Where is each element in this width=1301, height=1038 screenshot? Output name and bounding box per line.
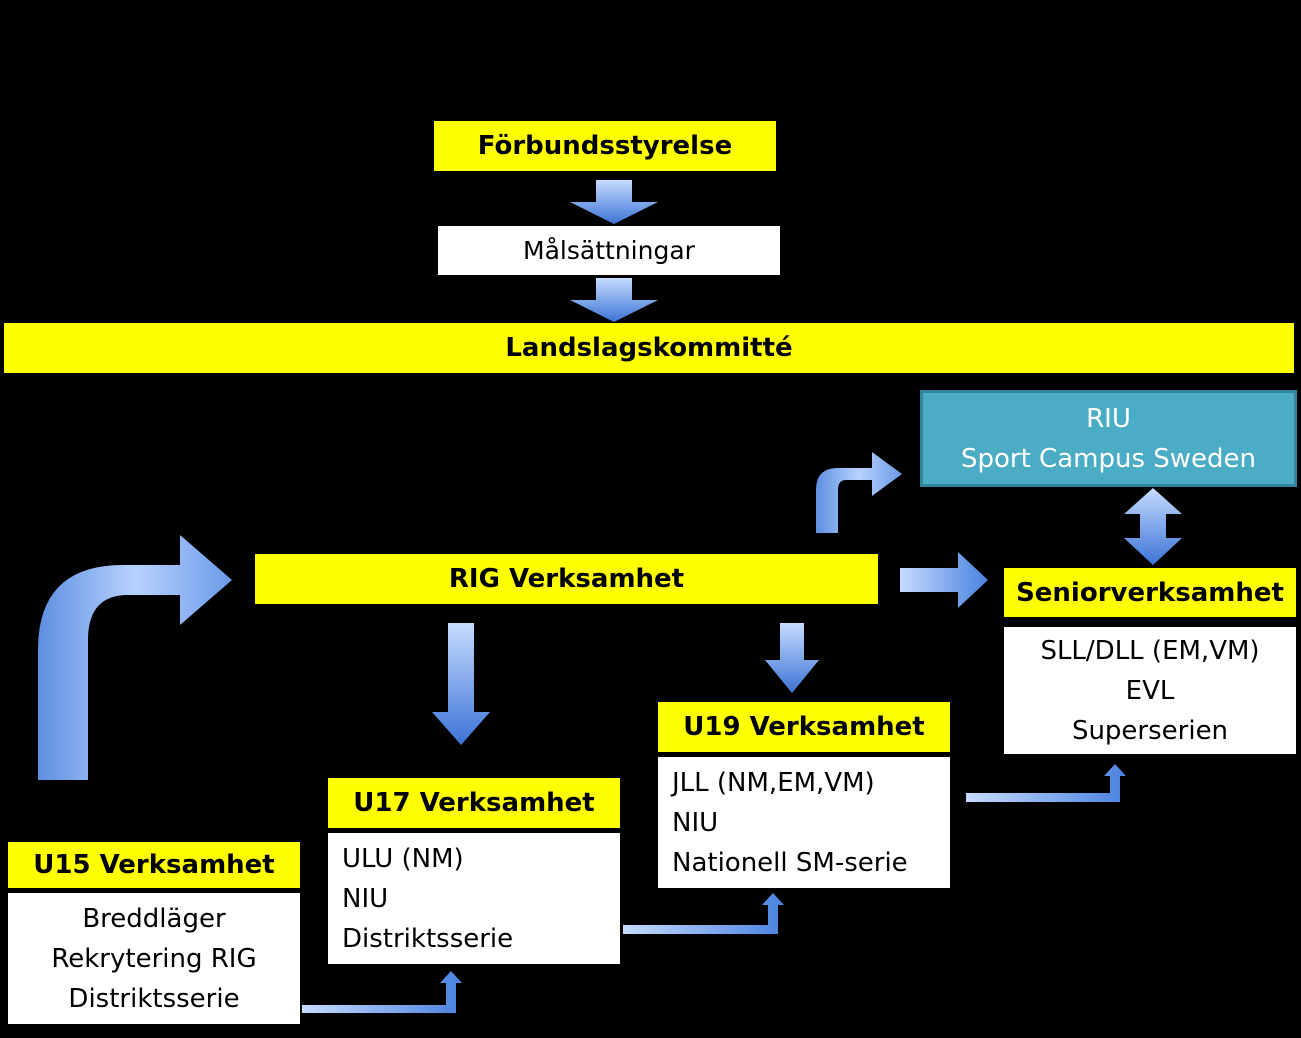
arrow-u15-to-rig [38,535,232,780]
arrow-u17-to-u19 [623,893,784,934]
malsattningar-box: Målsättningar [438,226,780,275]
u17-title: U17 Verksamhet [353,788,595,818]
u19-title: U19 Verksamhet [683,712,925,742]
arrow-u15-to-u17 [302,971,462,1013]
arrow-rig-to-u17 [432,623,490,745]
arrow-down-2 [570,278,658,322]
u17-title-box: U17 Verksamhet [328,778,620,828]
u19-item: JLL (NM,EM,VM) [672,767,875,798]
u17-item: Distriktsserie [342,923,514,954]
u15-item: Breddläger [82,903,226,934]
forbundsstyrelse-box: Förbundsstyrelse [434,121,776,171]
u15-list: Breddläger Rekrytering RIG Distriktsseri… [8,893,300,1024]
arrow-rig-to-u19 [765,623,819,693]
riu-line1: RIU [1086,403,1131,434]
landslagskommitte-label: Landslagskommitté [505,333,793,363]
rig-box: RIG Verksamhet [255,554,878,604]
arrow-riu-senior-double [1124,488,1182,565]
u17-item: NIU [342,883,389,914]
landslagskommitte-box: Landslagskommitté [4,323,1294,373]
riu-line2: Sport Campus Sweden [960,443,1256,474]
u15-item: Distriktsserie [68,983,240,1014]
u19-list: JLL (NM,EM,VM) NIU Nationell SM-serie [658,757,950,888]
senior-title: Seniorverksamhet [1016,577,1284,608]
u19-item: Nationell SM-serie [672,847,908,878]
u17-list: ULU (NM) NIU Distriktsserie [328,833,620,964]
senior-title-box: Seniorverksamhet [1004,568,1296,617]
forbundsstyrelse-label: Förbundsstyrelse [477,131,733,161]
u17-item: ULU (NM) [342,843,464,874]
arrow-rig-to-senior [900,552,988,608]
u15-title: U15 Verksamhet [33,850,275,880]
malsattningar-label: Målsättningar [523,236,695,265]
senior-item: SLL/DLL (EM,VM) [1040,635,1260,666]
rig-label: RIG Verksamhet [448,564,685,594]
senior-list: SLL/DLL (EM,VM) EVL Superserien [1004,627,1296,754]
arrow-rig-to-riu [816,452,902,533]
u19-title-box: U19 Verksamhet [658,702,950,752]
senior-item: EVL [1125,675,1175,706]
senior-item: Superserien [1071,715,1229,746]
u19-item: NIU [672,807,719,838]
u15-item: Rekrytering RIG [51,943,257,974]
arrow-u19-to-senior [966,764,1126,802]
u15-title-box: U15 Verksamhet [8,842,300,888]
riu-box: RIU Sport Campus Sweden [920,390,1297,487]
arrow-down-1 [570,180,658,224]
